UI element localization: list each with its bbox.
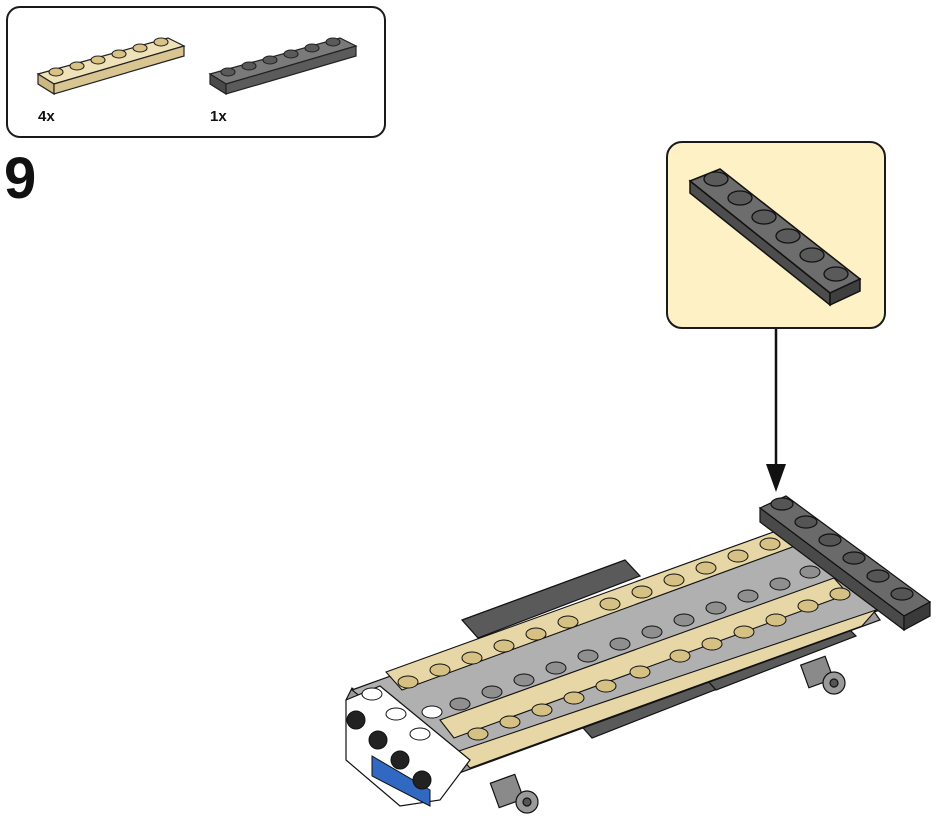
axle-rear — [799, 655, 846, 695]
callout-part-illustration — [688, 168, 862, 307]
step-number: 9 — [4, 146, 37, 211]
callout-box — [666, 141, 886, 329]
dark-gray-plate-part — [208, 37, 358, 96]
parts-list-illustration — [36, 37, 358, 96]
parts-list-box: 4x 1x — [6, 6, 386, 138]
tan-plate-quantity: 4x — [38, 108, 55, 125]
new-dark-gray-plate — [758, 495, 932, 632]
tan-plate-part — [36, 37, 186, 96]
build-studs — [346, 537, 851, 790]
dark-gray-plate-quantity: 1x — [210, 108, 227, 125]
axle-front — [489, 773, 539, 814]
